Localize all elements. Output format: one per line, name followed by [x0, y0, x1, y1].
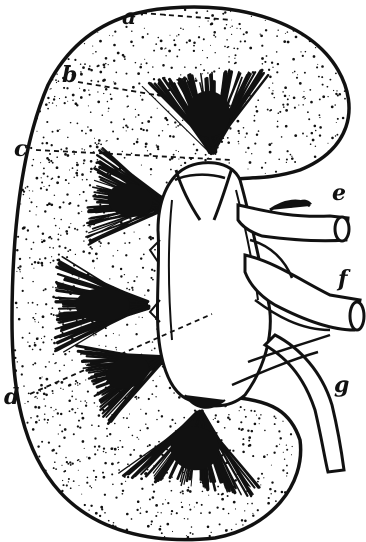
- label-c: c: [14, 136, 28, 162]
- label-e: e: [332, 180, 346, 206]
- label-f: f: [336, 266, 351, 292]
- label-g: g: [334, 372, 349, 398]
- label-d: d: [4, 384, 19, 410]
- label-b: b: [62, 62, 77, 88]
- label-a: a: [122, 4, 136, 30]
